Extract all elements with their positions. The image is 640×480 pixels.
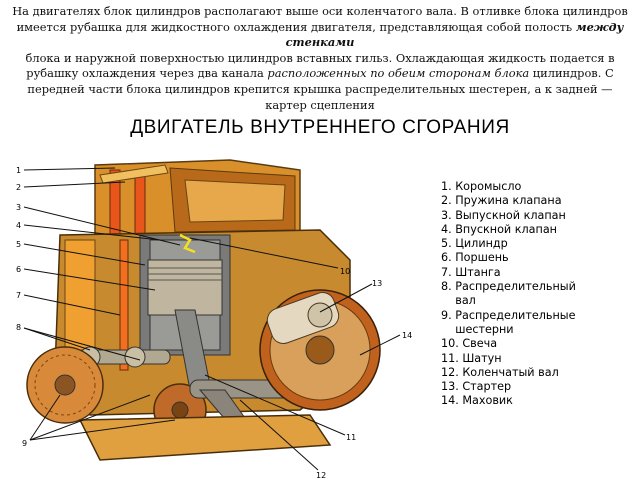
callout-1: 1 bbox=[16, 166, 21, 175]
legend-item: 13. Стартер bbox=[441, 380, 512, 394]
callout-11: 11 bbox=[346, 433, 356, 442]
legend-item: 8. Распределительный bbox=[441, 280, 576, 294]
callout-14: 14 bbox=[402, 331, 412, 340]
engine-cutaway-diagram: 1 2 3 4 5 6 7 8 9 10 11 12 13 14 bbox=[16, 159, 412, 480]
legend-item: вал bbox=[441, 294, 476, 308]
callout-8: 8 bbox=[16, 323, 21, 332]
legend-item: 7. Штанга bbox=[441, 265, 501, 279]
legend-item: 10. Свеча bbox=[441, 337, 498, 351]
callout-10: 10 bbox=[340, 267, 350, 276]
callout-9: 9 bbox=[22, 439, 27, 448]
callout-2: 2 bbox=[16, 183, 21, 192]
callout-3: 3 bbox=[16, 203, 21, 212]
paragraph-text-1: На двигателях блок цилиндров располагают… bbox=[12, 4, 628, 34]
callout-7: 7 bbox=[16, 291, 21, 300]
legend-item: 3. Выпускной клапан bbox=[441, 208, 566, 222]
callout-12: 12 bbox=[316, 471, 326, 480]
callout-6: 6 bbox=[16, 265, 21, 274]
paragraph-text-2: блока и наружной поверхностью цилиндров … bbox=[25, 50, 615, 81]
legend-item: 2. Пружина клапана bbox=[441, 194, 562, 208]
paragraph-text-3: цилиндров. С передней части блока цилинд… bbox=[27, 66, 614, 112]
paragraph-emphasis-1: между стенками bbox=[285, 19, 624, 50]
legend-item: 14. Маховик bbox=[441, 394, 513, 408]
callout-numbers: 1 2 3 4 5 6 7 8 9 10 11 12 13 14 bbox=[16, 166, 412, 480]
legend-item: шестерни bbox=[441, 322, 514, 336]
description-paragraph: На двигателях блок цилиндров располагают… bbox=[6, 4, 634, 113]
callout-5: 5 bbox=[16, 240, 21, 249]
legend-item: 5. Цилиндр bbox=[441, 237, 508, 251]
legend-item: 9. Распределительные bbox=[441, 308, 576, 322]
paragraph-emphasis-2: расположенных по обеим сторонам блока bbox=[267, 66, 530, 81]
legend-item: 1. Коромысло bbox=[441, 180, 522, 193]
diagram-title: ДВИГАТЕЛЬ ВНУТРЕННЕГО СГОРАНИЯ bbox=[130, 117, 510, 138]
parts-legend: 1. Коромысло 2. Пружина клапана 3. Выпус… bbox=[441, 180, 640, 409]
legend-item: 12. Коленчатый вал bbox=[441, 365, 559, 379]
legend-item: 6. Поршень bbox=[441, 251, 509, 265]
legend-item: 11. Шатун bbox=[441, 351, 502, 365]
engine-illustration bbox=[26, 159, 381, 461]
callout-13: 13 bbox=[372, 279, 382, 288]
legend-item: 4. Впускной клапан bbox=[441, 222, 557, 236]
callout-4: 4 bbox=[16, 221, 21, 230]
